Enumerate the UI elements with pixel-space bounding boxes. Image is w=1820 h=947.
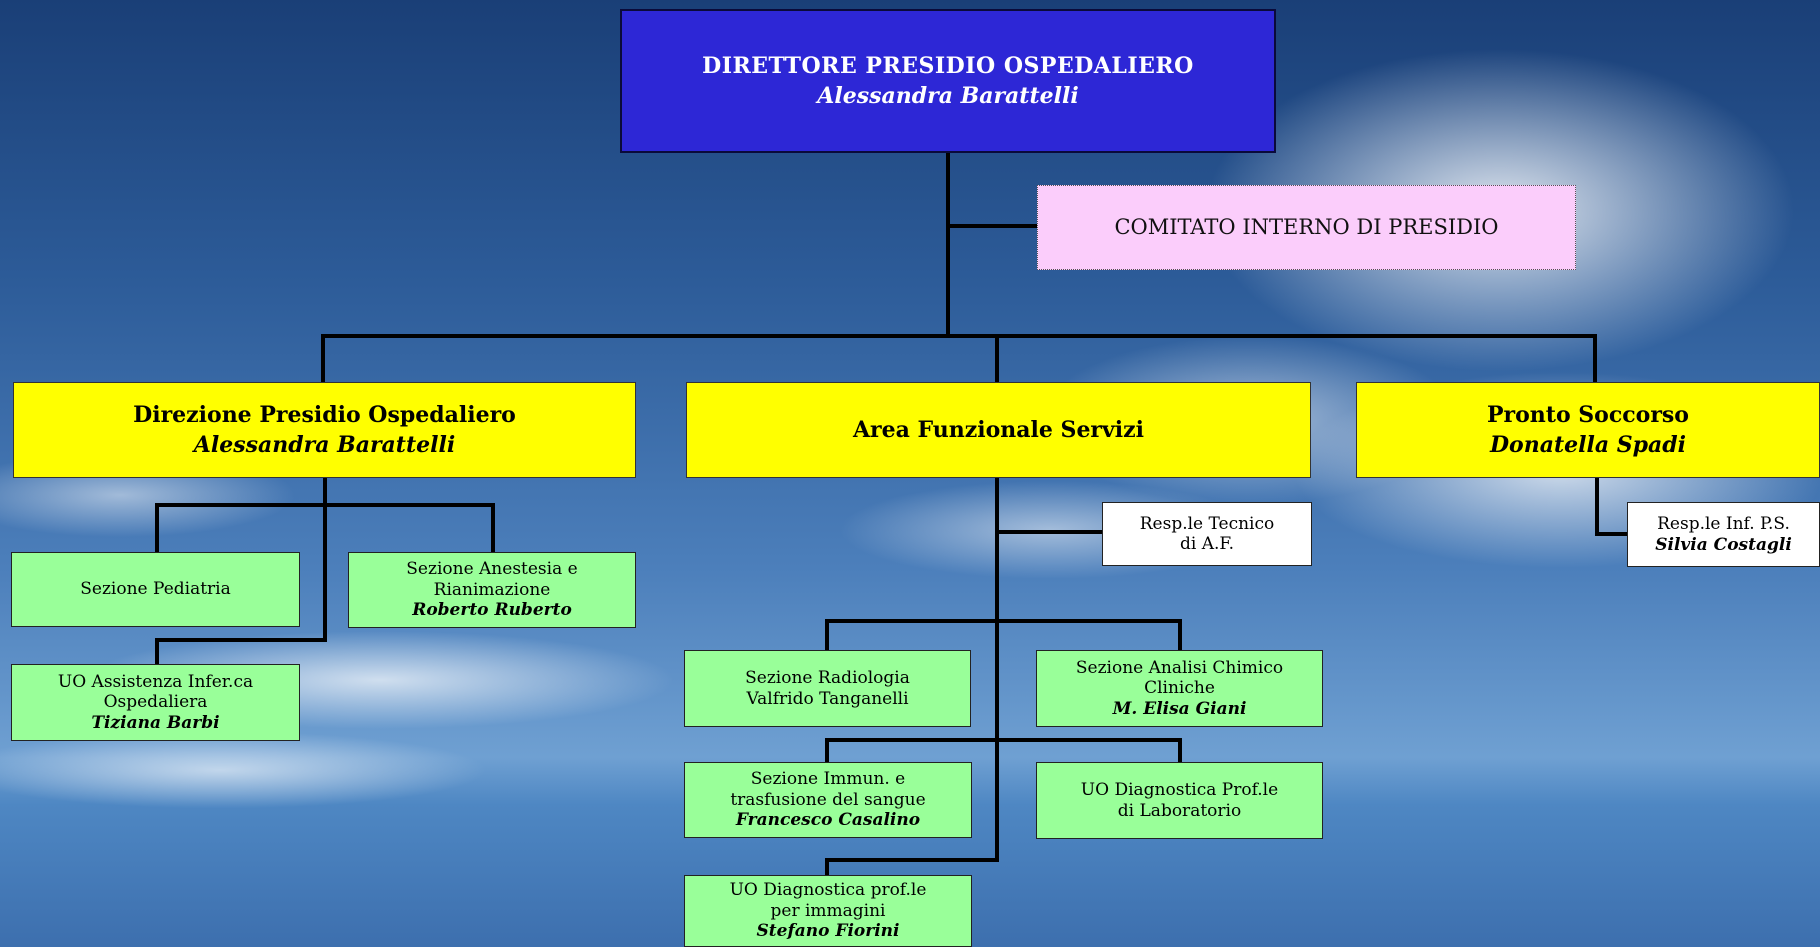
sezione-anestesia-person: Roberto Ruberto (412, 600, 572, 621)
uo-assistenza-line2: Ospedaliera (103, 692, 208, 713)
sezione-anestesia-box: Sezione Anestesia e Rianimazione Roberto… (348, 552, 636, 628)
sezione-immunologia-line2: trasfusione del sangue (730, 789, 926, 810)
sezione-anestesia-line1: Sezione Anestesia e (406, 559, 578, 580)
pronto-soccorso-person: Donatella Spadi (1489, 431, 1687, 458)
uo-assistenza-box: UO Assistenza Infer.ca Ospedaliera Tizia… (11, 664, 300, 741)
uo-immagini-person: Stefano Fiorini (756, 921, 900, 942)
sezione-analisi-box: Sezione Analisi Chimico Cliniche M. Elis… (1036, 650, 1323, 727)
uo-laboratorio-line2: di Laboratorio (1117, 800, 1242, 821)
resp-inf-ps-line1: Resp.le Inf. P.S. (1657, 514, 1790, 535)
uo-laboratorio-box: UO Diagnostica Prof.le di Laboratorio (1036, 762, 1323, 839)
sezione-analisi-person: M. Elisa Giani (1112, 698, 1247, 719)
sezione-analisi-line1: Sezione Analisi Chimico (1075, 657, 1284, 678)
sezione-pediatria-box: Sezione Pediatria (11, 552, 300, 627)
uo-assistenza-person: Tiziana Barbi (91, 712, 220, 733)
sezione-immunologia-box: Sezione Immun. e trasfusione del sangue … (684, 762, 972, 838)
sezione-analisi-line2: Cliniche (1144, 678, 1215, 699)
uo-immagini-line2: per immagini (770, 900, 886, 921)
pronto-soccorso-box: Pronto Soccorso Donatella Spadi (1356, 382, 1820, 478)
direzione-presidio-person: Alessandra Barattelli (193, 431, 456, 458)
director-person: Alessandra Barattelli (817, 83, 1079, 109)
direzione-presidio-box: Direzione Presidio Ospedaliero Alessandr… (13, 382, 636, 478)
sezione-pediatria-label: Sezione Pediatria (80, 579, 231, 600)
uo-assistenza-line1: UO Assistenza Infer.ca (57, 671, 254, 692)
director-title: DIRETTORE PRESIDIO OSPEDALIERO (702, 52, 1194, 79)
direzione-presidio-title: Direzione Presidio Ospedaliero (133, 402, 516, 429)
uo-immagini-box: UO Diagnostica prof.le per immagini Stef… (684, 875, 972, 947)
resp-tecnico-line1: Resp.le Tecnico (1139, 513, 1275, 534)
uo-immagini-line1: UO Diagnostica prof.le (729, 880, 927, 901)
sezione-radiologia-line2: Valfrido Tanganelli (746, 688, 909, 709)
area-servizi-box: Area Funzionale Servizi (686, 382, 1311, 478)
area-servizi-title: Area Funzionale Servizi (852, 416, 1145, 443)
resp-tecnico-box: Resp.le Tecnico di A.F. (1102, 502, 1312, 566)
sezione-anestesia-line2: Rianimazione (433, 579, 551, 600)
uo-laboratorio-line1: UO Diagnostica Prof.le (1080, 780, 1279, 801)
committee-label: COMITATO INTERNO DI PRESIDIO (1114, 214, 1499, 239)
pronto-soccorso-title: Pronto Soccorso (1487, 402, 1689, 429)
resp-inf-ps-person: Silvia Costagli (1655, 534, 1792, 555)
sezione-immunologia-person: Francesco Casalino (735, 810, 921, 831)
resp-tecnico-line2: di A.F. (1180, 534, 1234, 554)
sezione-radiologia-line1: Sezione Radiologia (745, 668, 910, 689)
sezione-immunologia-line1: Sezione Immun. e (750, 769, 906, 790)
committee-box: COMITATO INTERNO DI PRESIDIO (1037, 185, 1576, 270)
director-box: DIRETTORE PRESIDIO OSPEDALIERO Alessandr… (620, 9, 1276, 153)
sezione-radiologia-box: Sezione Radiologia Valfrido Tanganelli (684, 650, 971, 727)
resp-inf-ps-box: Resp.le Inf. P.S. Silvia Costagli (1627, 502, 1820, 567)
